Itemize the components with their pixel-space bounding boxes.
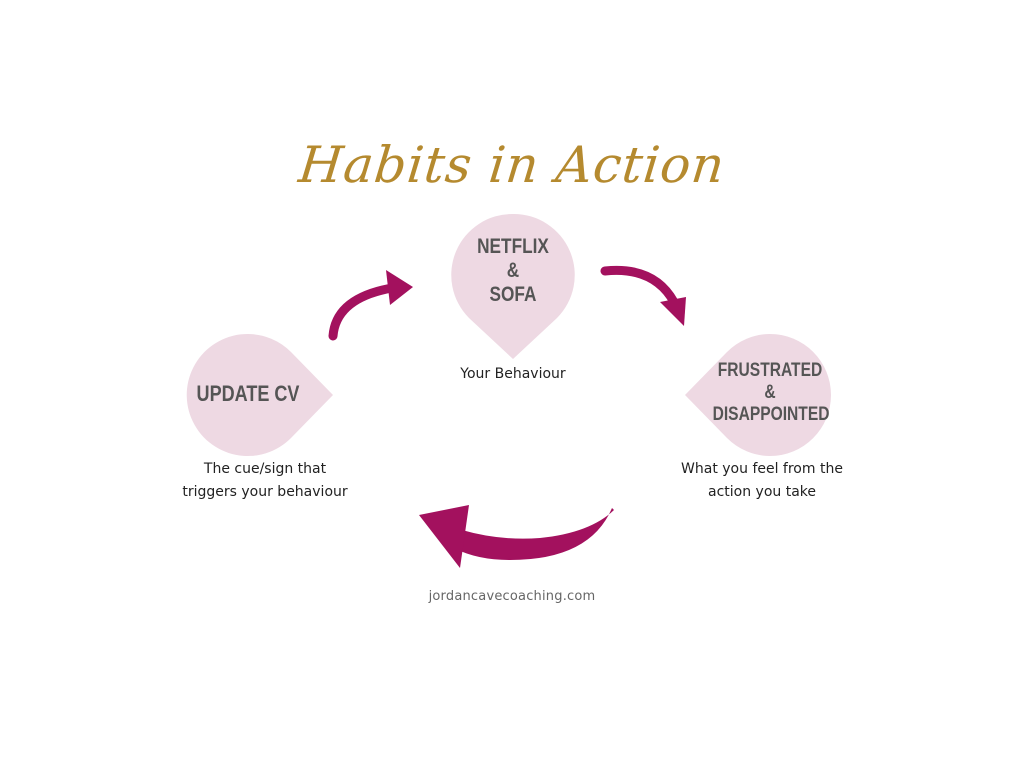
behaviour-label-line-2: & <box>506 259 520 283</box>
behaviour-shape <box>451 213 575 359</box>
outcome-label-line-3: DISAPPOINTED <box>712 403 830 425</box>
behaviour-label: NETFLIX & SOFA <box>464 235 562 307</box>
cue-caption-line-1: The cue/sign that <box>203 461 327 477</box>
outcome-caption-line-1: What you feel from the <box>681 461 843 477</box>
outcome-caption-line-2: action you take <box>707 484 816 500</box>
website-footer: jordancavecoaching.com <box>428 589 596 604</box>
cue-caption: The cue/sign that triggers your behaviou… <box>155 458 375 504</box>
arrow-outcome-to-cue <box>419 505 614 568</box>
outcome-label: FRUSTRATED & DISAPPOINTED <box>712 360 830 426</box>
outcome-label-line-1: FRUSTRATED <box>717 360 823 381</box>
cue-shape <box>186 333 333 456</box>
behaviour-label-line-3: SOFA <box>489 283 537 307</box>
behaviour-label-line-1: NETFLIX <box>477 235 549 258</box>
behaviour-caption: Your Behaviour <box>413 363 613 386</box>
cue-label: UPDATE CV <box>191 381 306 406</box>
cue-label-line-1: UPDATE CV <box>196 381 300 406</box>
outcome-shape <box>685 334 831 456</box>
cue-caption-line-2: triggers your behaviour <box>182 484 348 500</box>
outcome-caption: What you feel from the action you take <box>652 458 872 504</box>
arrow-behaviour-to-outcome <box>600 265 686 326</box>
behaviour-caption-text: Your Behaviour <box>460 366 566 382</box>
outcome-label-line-2: & <box>764 381 776 403</box>
arrow-cue-to-behaviour <box>328 270 413 341</box>
